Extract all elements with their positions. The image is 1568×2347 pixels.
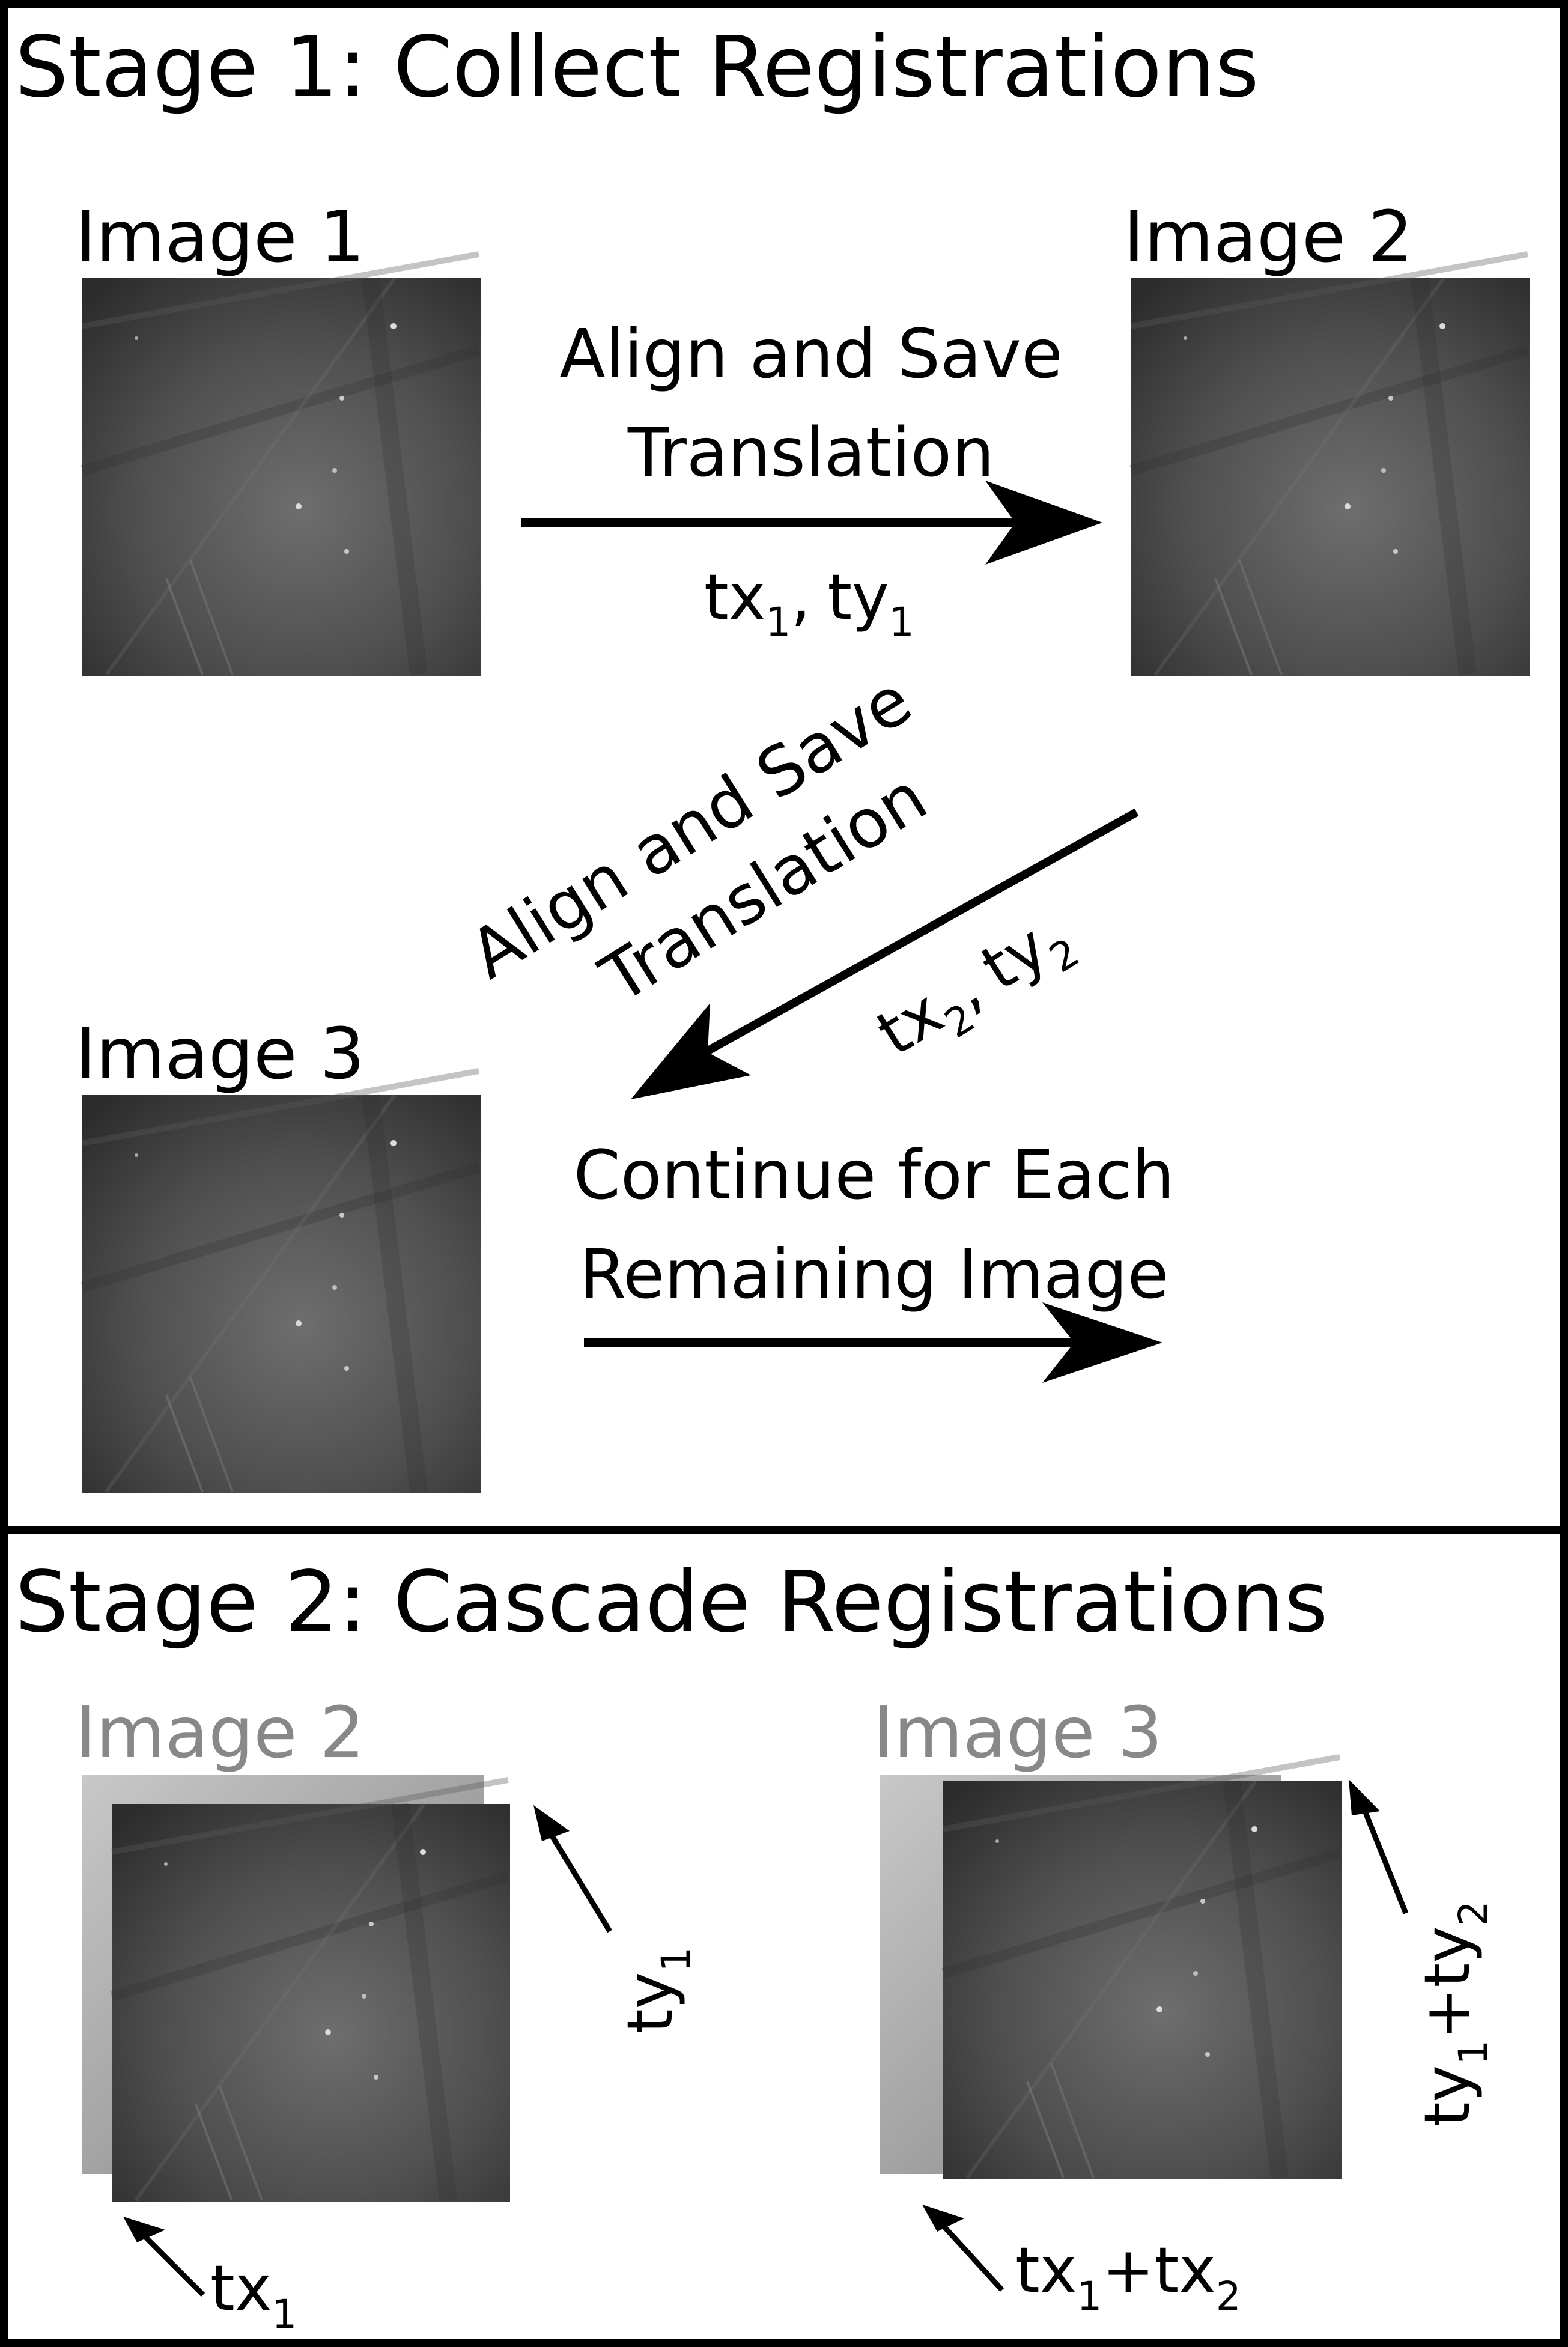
left-ty-arrow	[533, 1805, 612, 1933]
right-ty-arrow	[1349, 1779, 1409, 1914]
step1-translation: tx1,ty1	[704, 560, 914, 645]
stage2-image3-shifted	[943, 1757, 1342, 2179]
image2-label: Image 2	[1123, 195, 1413, 278]
step2-translation: tx2,ty2	[865, 896, 1087, 1079]
right-tx-label: tx1+tx2	[1015, 2233, 1241, 2319]
stage1-title: Stage 1: Collect Registrations	[15, 19, 1259, 117]
step2-arrow	[631, 808, 1139, 1099]
right-ty-label: ty1+ty2	[1411, 1901, 1497, 2127]
left-tx-arrow	[123, 2217, 205, 2297]
stage2-title: Stage 2: Cascade Registrations	[15, 1553, 1328, 1651]
step3-arrow	[584, 1302, 1162, 1383]
image3-label: Image 3	[75, 1012, 365, 1095]
stage2-image2-shifted	[112, 1780, 510, 2202]
image1	[82, 254, 481, 676]
step3-caption-line1: Continue for Each	[574, 1137, 1175, 1215]
step1-caption-line1: Align and Save	[559, 315, 1063, 393]
image3	[82, 1071, 481, 1493]
image2	[1131, 254, 1530, 676]
step1-arrow	[521, 481, 1102, 565]
step1-caption-line2: Translation	[627, 414, 994, 492]
svg-text:ty1+ty2: ty1+ty2	[1411, 1901, 1497, 2127]
stage2-image3-label: Image 3	[873, 1691, 1162, 1774]
svg-text:ty1: ty1	[613, 1947, 699, 2033]
stage2-image2-label: Image 2	[75, 1691, 365, 1774]
stage2-border	[0, 1526, 1568, 2347]
right-tx-arrow	[922, 2205, 1004, 2292]
step3-caption-line2: Remaining Image	[579, 1236, 1168, 1314]
svg-text:tx2,ty2: tx2,ty2	[865, 896, 1087, 1079]
left-ty-label: ty1	[613, 1947, 699, 2033]
image1-label: Image 1	[75, 195, 365, 278]
left-tx-label: tx1	[210, 2251, 297, 2337]
